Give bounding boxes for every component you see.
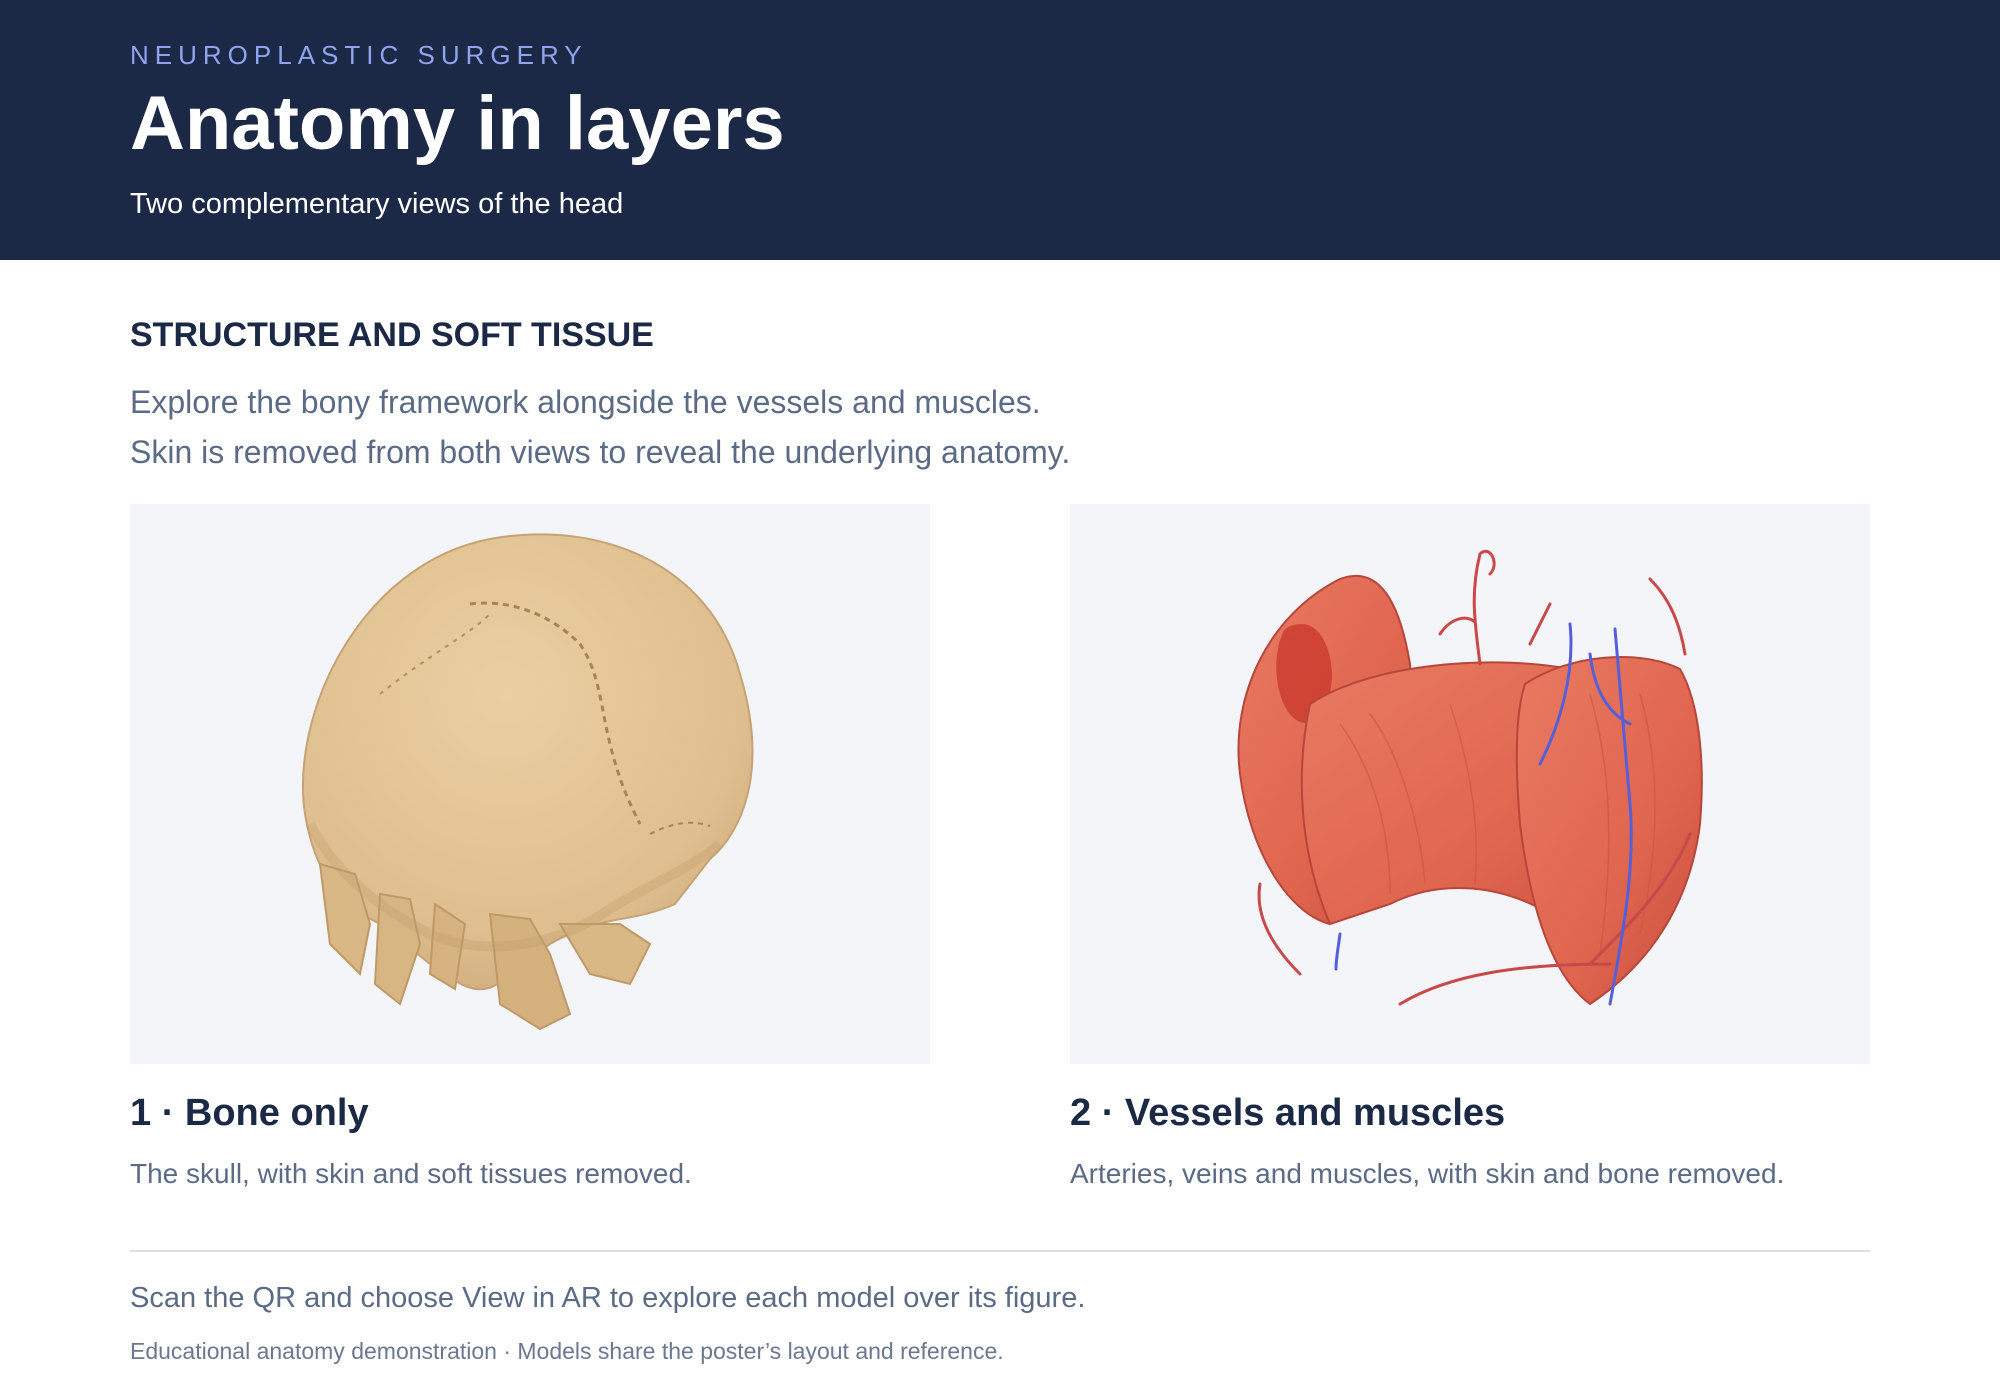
page-title: Anatomy in layers [130, 81, 785, 166]
muscles-image-panel [1070, 504, 1870, 1064]
skull-render [302, 533, 754, 1031]
section-heading: STRUCTURE AND SOFT TISSUE [130, 316, 654, 354]
intro-line-2: Skin is removed from both views to revea… [130, 434, 1071, 470]
muscles-vessels-render [1237, 550, 1703, 1006]
intro-line-1: Explore the bony framework alongside the… [130, 384, 1041, 420]
eyebrow-label: NEUROPLASTIC SURGERY [130, 40, 588, 70]
footnote: Educational anatomy demonstration · Mode… [130, 1338, 1004, 1364]
footer-divider [130, 1250, 1870, 1252]
view-2-description: Arteries, veins and muscles, with skin a… [1070, 1158, 1785, 1189]
hero-banner: NEUROPLASTIC SURGERY Anatomy in layers T… [0, 0, 2000, 260]
ar-instruction: Scan the QR and choose View in AR to exp… [130, 1282, 1086, 1314]
skull-image-panel [130, 504, 930, 1064]
view-1-description: The skull, with skin and soft tissues re… [130, 1158, 692, 1189]
view-1-title: 1 · Bone only [130, 1092, 369, 1134]
page-subtitle: Two complementary views of the head [130, 188, 624, 220]
view-2-title: 2 · Vessels and muscles [1070, 1092, 1506, 1134]
